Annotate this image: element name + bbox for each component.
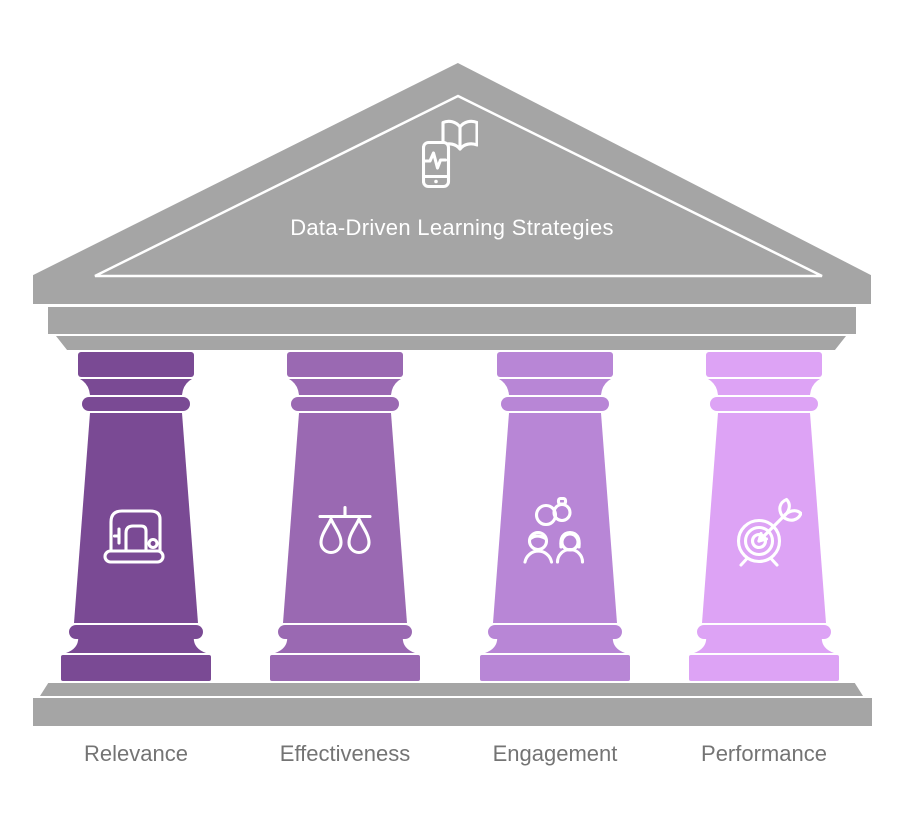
pediment: Data-Driven Learning Strategies [33, 63, 871, 304]
pillar-effectiveness [265, 352, 425, 682]
pillar-silhouette [689, 352, 839, 681]
pediment-title: Data-Driven Learning Strategies [290, 215, 614, 240]
entablature-bar [48, 307, 856, 334]
pillar-engagement [475, 352, 635, 682]
people-with-rings-icon [523, 496, 585, 564]
label-engagement: Engagement [492, 741, 618, 766]
label-effectiveness: Effectiveness [279, 741, 411, 766]
pillar-silhouette [61, 352, 211, 681]
balance-scale-icon [318, 505, 372, 555]
pillar-performance [684, 352, 844, 682]
label-performance: Performance [701, 741, 827, 766]
pillar-relevance [56, 352, 216, 682]
phone-home-dot [434, 179, 438, 184]
sewing-machine-icon [103, 509, 165, 564]
mobile-learning-icon [422, 119, 478, 189]
pediment-inner-outline [94, 94, 823, 278]
target-with-arrow-icon [736, 497, 802, 567]
stylobate-upper-step [40, 683, 863, 696]
label-relevance: Relevance [84, 741, 188, 766]
pulse-line-icon [423, 151, 448, 170]
stylobate-lower-step [33, 698, 872, 726]
entablature-lower-bar [56, 336, 846, 350]
